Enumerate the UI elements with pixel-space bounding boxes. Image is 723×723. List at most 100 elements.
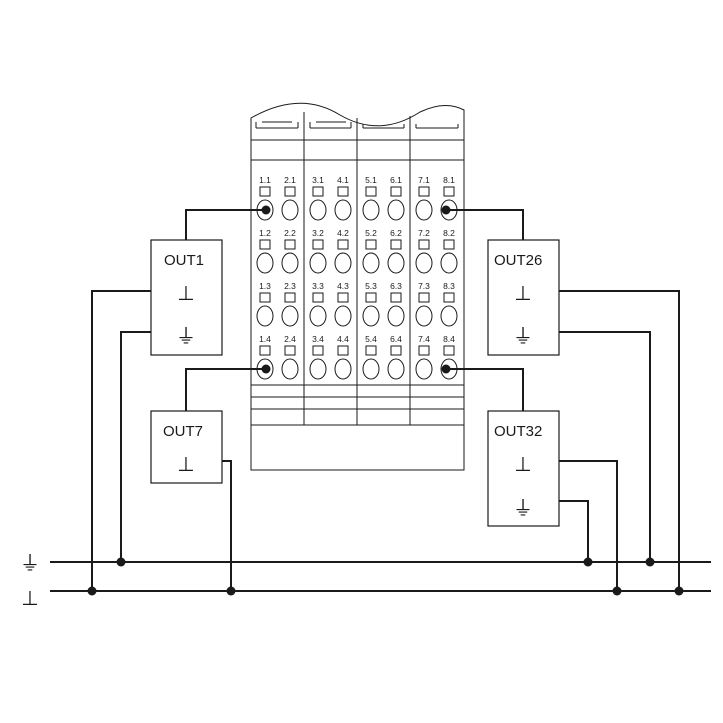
terminal-release-slot <box>312 239 324 250</box>
terminal-connection-point <box>281 252 299 274</box>
terminal-release-slot <box>259 239 271 250</box>
protective-earth-icon: ⏚ <box>513 326 533 348</box>
terminal-label: 1.2 <box>259 228 271 238</box>
terminal-connection-point <box>281 305 299 327</box>
terminal-label: 7.3 <box>418 281 430 291</box>
ground-icon: ⊥ <box>514 283 531 305</box>
terminal-label: 4.1 <box>337 175 349 185</box>
terminal-release-slot <box>259 345 271 356</box>
terminal-connection-point <box>440 305 458 327</box>
out32-earth-return <box>559 500 589 562</box>
terminal-release-slot <box>365 292 377 303</box>
terminal-release-slot <box>337 239 349 250</box>
out26-device: OUT26 ⊥ ⏚ <box>487 239 560 356</box>
terminal-label: 8.1 <box>443 175 455 185</box>
terminal-label: 3.2 <box>312 228 324 238</box>
out26-label: OUT26 <box>494 252 542 269</box>
terminal-connection-point <box>281 358 299 380</box>
terminal-label: 3.3 <box>312 281 324 291</box>
ground-icon: ⊥ <box>177 283 194 305</box>
terminal-label: 7.4 <box>418 334 430 344</box>
terminal-connection-point <box>362 252 380 274</box>
out1-box <box>150 239 223 356</box>
terminal-release-slot <box>443 292 455 303</box>
terminal-connection-point <box>362 305 380 327</box>
out7-ground-return <box>222 460 232 591</box>
protective-earth-icon: ⏚ <box>176 326 196 348</box>
terminal-release-slot <box>365 345 377 356</box>
terminal-connection-point <box>415 305 433 327</box>
terminal-release-slot <box>418 186 430 197</box>
terminal-connection-dot <box>261 364 271 374</box>
signal-wire-out1 <box>185 209 266 240</box>
terminal-connection-point <box>387 199 405 221</box>
terminal-release-slot <box>259 292 271 303</box>
terminal-label: 2.3 <box>284 281 296 291</box>
protective-earth-icon: ⏚ <box>513 498 533 520</box>
terminal-label: 2.4 <box>284 334 296 344</box>
terminal-label: 4.4 <box>337 334 349 344</box>
ground-icon: ⊥ <box>177 454 194 476</box>
terminal-connection-point <box>387 305 405 327</box>
terminal-label: 6.3 <box>390 281 402 291</box>
terminal-connection-point <box>256 252 274 274</box>
terminal-connection-point <box>362 358 380 380</box>
out32-box <box>487 410 560 527</box>
terminal-connection-point <box>362 199 380 221</box>
terminal-release-slot <box>443 186 455 197</box>
signal-wire-out32 <box>446 368 524 411</box>
terminal-connection-point <box>415 252 433 274</box>
terminal-release-slot <box>365 239 377 250</box>
terminal-label: 2.2 <box>284 228 296 238</box>
terminal-label: 7.1 <box>418 175 430 185</box>
module-housing-outline <box>250 102 465 471</box>
wiring <box>50 205 711 596</box>
terminal-label: 7.2 <box>418 228 430 238</box>
terminal-label: 2.1 <box>284 175 296 185</box>
terminal-connection-point <box>387 358 405 380</box>
terminal-connection-point <box>309 305 327 327</box>
terminal-release-slot <box>418 345 430 356</box>
terminal-connection-point <box>309 358 327 380</box>
terminal-release-slot <box>365 186 377 197</box>
terminal-label: 5.4 <box>365 334 377 344</box>
terminal-connection-point <box>281 199 299 221</box>
terminal-label: 4.2 <box>337 228 349 238</box>
terminal-label: 3.1 <box>312 175 324 185</box>
terminal-release-slot <box>312 186 324 197</box>
ground-icon: ⊥ <box>514 454 531 476</box>
junction-dot <box>674 586 684 596</box>
terminal-connection-point <box>256 305 274 327</box>
terminal-label: 1.1 <box>259 175 271 185</box>
out32-ground-return <box>559 460 618 591</box>
junction-dot <box>116 557 126 567</box>
terminal-label: 6.2 <box>390 228 402 238</box>
terminal-block-module <box>250 102 465 471</box>
terminal-release-slot <box>390 345 402 356</box>
terminal-connection-dot <box>261 205 271 215</box>
terminal-label: 6.4 <box>390 334 402 344</box>
terminal-label: 8.4 <box>443 334 455 344</box>
terminal-release-slot <box>418 239 430 250</box>
terminal-label: 5.3 <box>365 281 377 291</box>
terminal-connection-point <box>415 358 433 380</box>
out26-ground-return <box>559 290 680 591</box>
out26-box <box>487 239 560 356</box>
terminal-release-slot <box>284 239 296 250</box>
signal-wire-out26 <box>446 209 524 240</box>
out7-box <box>150 410 223 484</box>
terminal-release-slot <box>443 239 455 250</box>
terminal-release-slot <box>418 292 430 303</box>
terminal-release-slot <box>390 292 402 303</box>
terminal-connection-point <box>440 252 458 274</box>
terminal-connection-point <box>334 358 352 380</box>
terminal-label: 6.1 <box>390 175 402 185</box>
out1-device: OUT1 ⊥ ⏚ <box>150 239 223 356</box>
terminal-connection-point <box>309 252 327 274</box>
junction-dot <box>87 586 97 596</box>
terminal-connection-point <box>387 252 405 274</box>
protective-earth-icon: ⏚ <box>20 553 40 575</box>
out7-device: OUT7 ⊥ <box>150 410 223 484</box>
